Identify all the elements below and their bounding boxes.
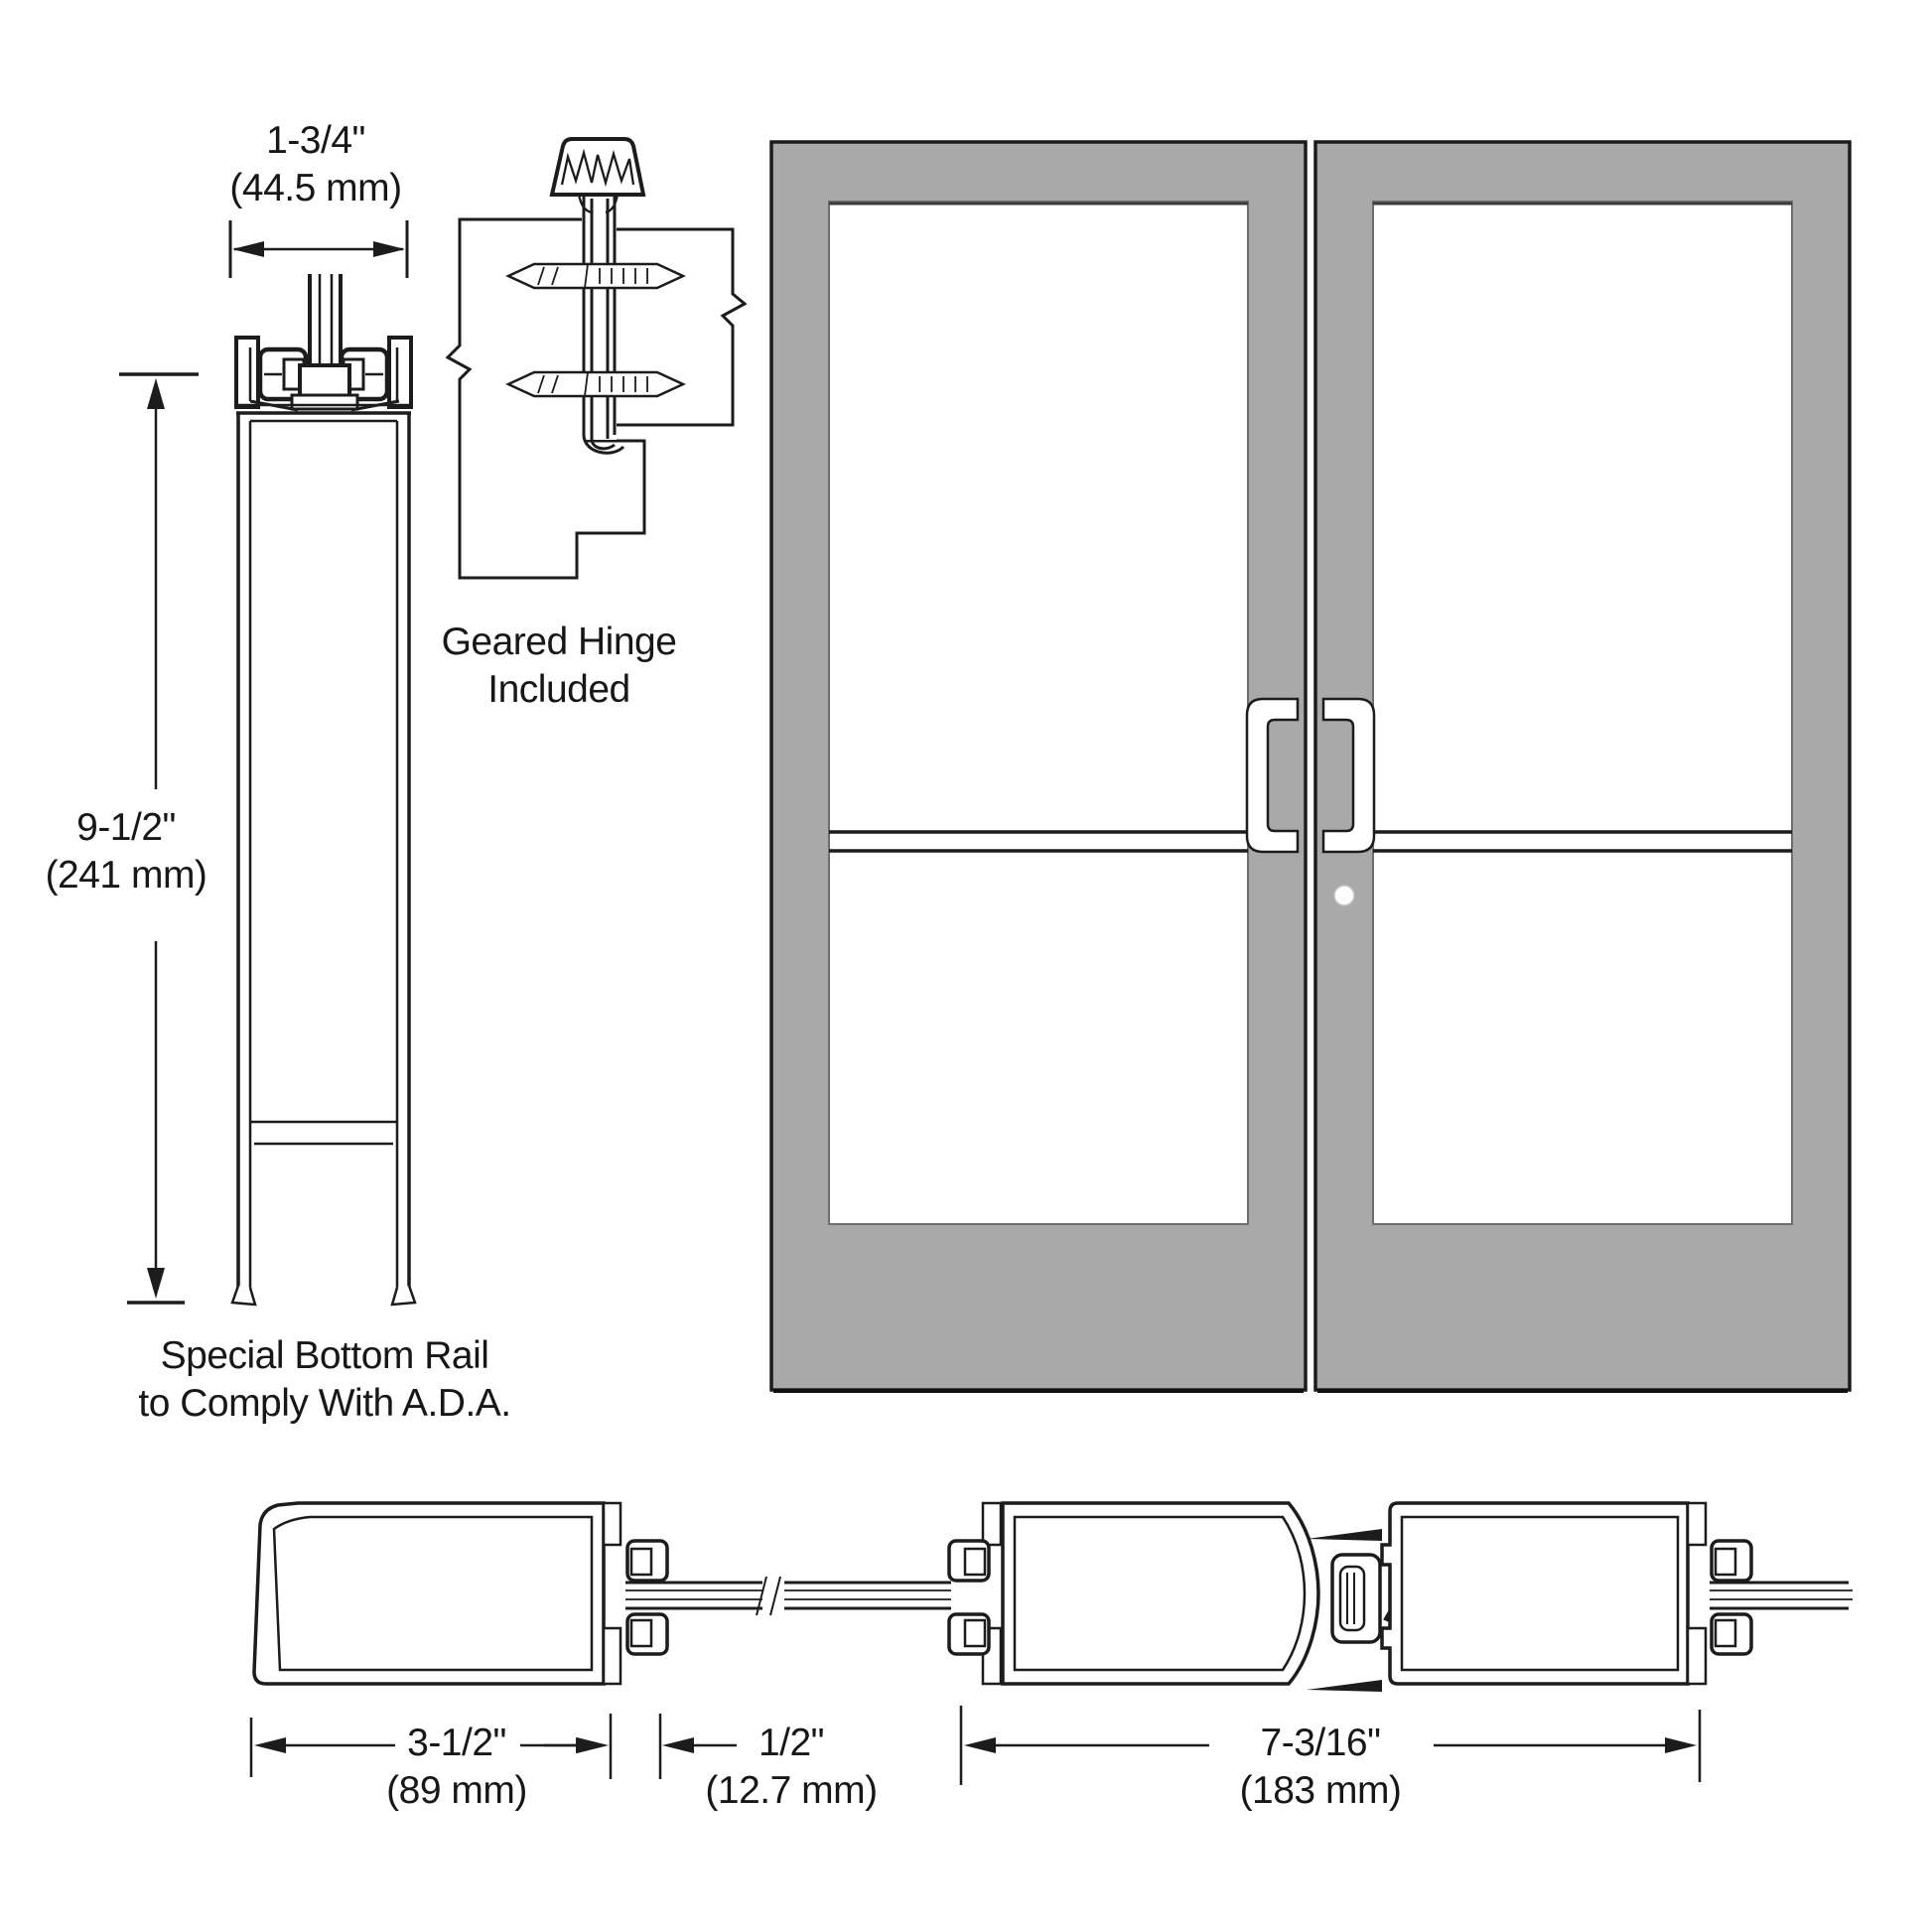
dim-label-bottom-rail-height: 9-1/2" (241 mm) xyxy=(17,804,235,900)
rail-body xyxy=(230,403,417,1307)
dim-bottom-rail-height xyxy=(119,372,199,1305)
weather-fin-bottom xyxy=(1307,1680,1382,1692)
glass-strip-left xyxy=(625,1576,951,1616)
dim-inches: 3-1/2" xyxy=(407,1722,506,1764)
dim-inches: 1/2" xyxy=(758,1722,825,1764)
dim-metric: (183 mm) xyxy=(1239,1769,1402,1813)
label-line: to Comply With A.D.A. xyxy=(138,1382,511,1426)
label-line: Geared Hinge xyxy=(441,621,677,663)
pull-handle-right xyxy=(1321,697,1376,854)
dim-label-clearance-gap: 1/2" (12.7 mm) xyxy=(642,1720,940,1816)
hinge-leaf-left xyxy=(445,217,646,580)
glass-panel-right xyxy=(1372,201,1793,1225)
section-views xyxy=(252,1501,1853,1692)
geared-hinge-drawing xyxy=(445,137,748,580)
dim-metric: (12.7 mm) xyxy=(705,1769,878,1813)
dim-inches: 9-1/2" xyxy=(76,806,176,849)
weather-fin-top xyxy=(1307,1529,1382,1541)
pull-handle-left xyxy=(1245,697,1300,854)
label-ada-note: Special Bottom Rail to Comply With A.D.A… xyxy=(106,1332,543,1429)
meeting-stiles-section-drawing xyxy=(947,1501,1753,1692)
glass-break-mark xyxy=(756,1576,767,1616)
dim-meeting-stiles xyxy=(959,1706,1702,1785)
lock-cylinder-dot xyxy=(1333,885,1355,906)
dim-label-hinge-stile: 3-1/2" (89 mm) xyxy=(328,1720,586,1816)
mid-rail-left xyxy=(829,830,1248,853)
dimension-lines xyxy=(119,220,1702,1785)
dim-label-top-rail-width: 1-3/4" (44.5 mm) xyxy=(177,117,455,213)
label-geared-hinge: Geared Hinge Included xyxy=(410,619,708,715)
double-door-elevation xyxy=(769,140,1852,1393)
glass-panel-left xyxy=(828,201,1249,1225)
dim-top-rail-width xyxy=(228,220,409,278)
hinge-screw-bottom xyxy=(505,370,686,398)
dim-label-meeting-stiles: 7-3/16" (183 mm) xyxy=(1172,1720,1469,1816)
glass-strip-right xyxy=(1710,1581,1853,1610)
bottom-rail-section-drawing xyxy=(230,274,417,1307)
hinge-stile-section-drawing xyxy=(252,1501,669,1686)
hinge-screw-top xyxy=(505,262,686,290)
dim-clearance-gap xyxy=(544,1714,737,1779)
hinge-knuckle-cap xyxy=(549,137,646,214)
dim-inches: 1-3/4" xyxy=(266,119,365,162)
mid-rail-right xyxy=(1373,830,1792,853)
label-line: Special Bottom Rail xyxy=(160,1334,489,1377)
glass-break-mark xyxy=(769,1576,781,1616)
dim-metric: (89 mm) xyxy=(386,1769,527,1813)
rail-foot-left xyxy=(230,1285,257,1307)
dim-metric: (44.5 mm) xyxy=(229,167,402,210)
glass-stub xyxy=(308,274,343,365)
dim-metric: (241 mm) xyxy=(45,854,207,897)
rail-foot-right xyxy=(390,1285,417,1307)
dim-inches: 7-3/16" xyxy=(1260,1722,1381,1764)
label-line: Included xyxy=(487,668,630,712)
glazing-cap-hardware xyxy=(234,336,413,412)
